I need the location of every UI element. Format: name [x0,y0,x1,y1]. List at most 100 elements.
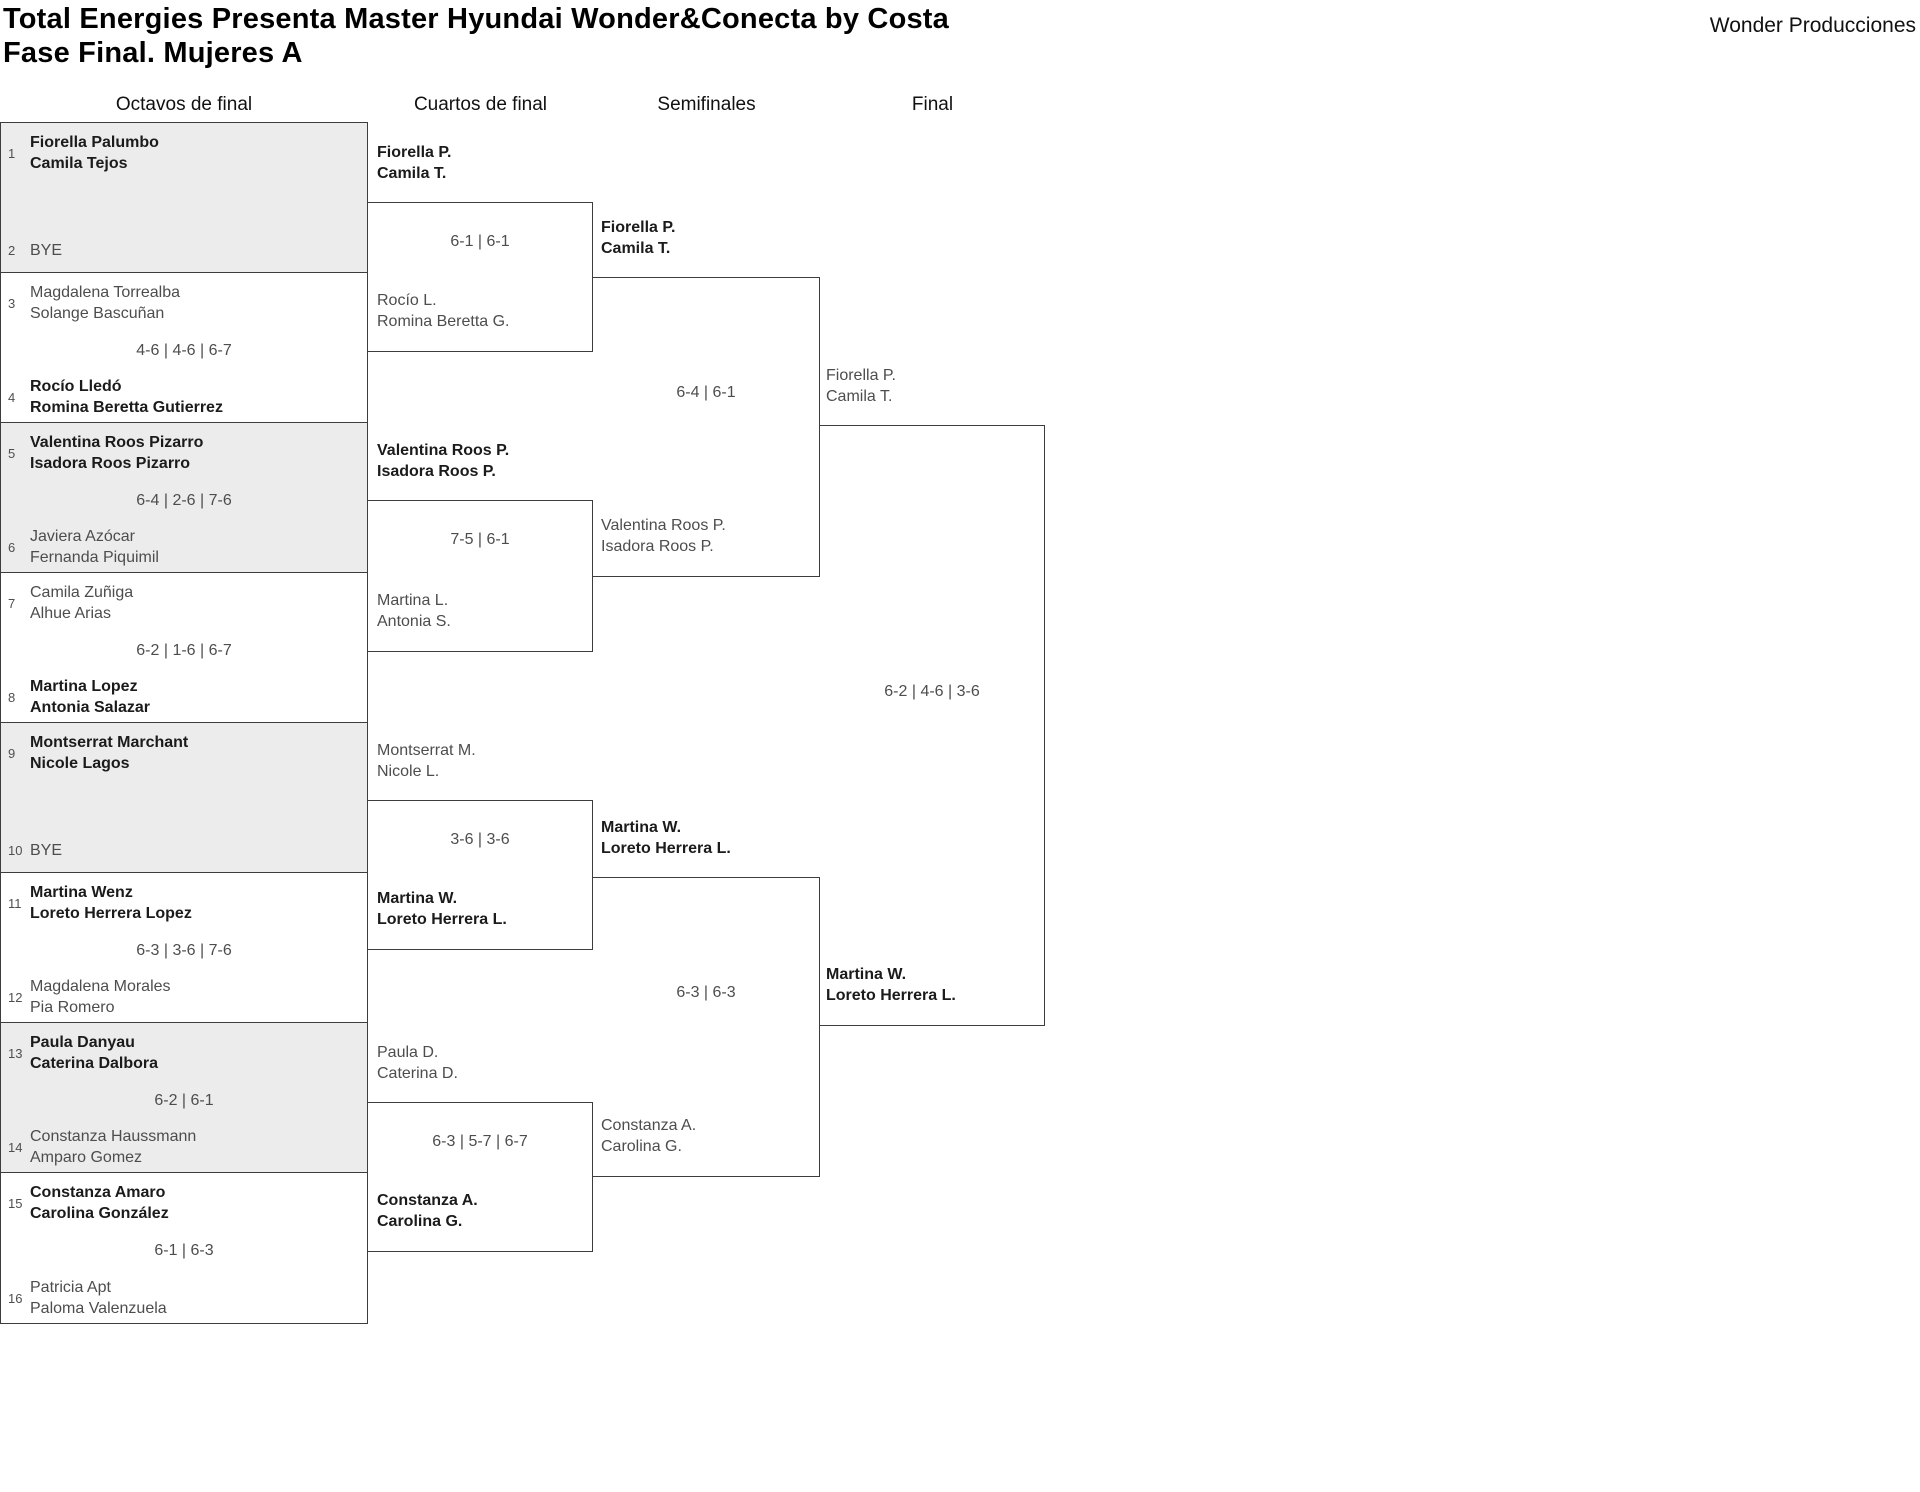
player-name: Caterina Dalbora [30,1055,159,1072]
player-name: Nicole Lagos [30,755,130,772]
seed-number: 7 [8,595,16,611]
player-name: Alhue Arias [30,605,111,622]
player-name: Isadora Roos P. [601,538,714,555]
player-name: Constanza A. [377,1192,478,1209]
player-name: Caterina D. [377,1065,458,1082]
team-entry: Montserrat M.Nicole L. [377,740,476,782]
team-entry: Constanza A. Carolina G. [601,1115,696,1157]
player-name: Constanza Amaro [30,1184,166,1201]
round-header-final: Final [911,94,954,115]
player-name: Valentina Roos P. [377,442,510,459]
player-name: Carolina G. [377,1213,463,1230]
player-name: Loreto Herrera L. [826,987,956,1004]
player-name: Fiorella P. [826,367,896,384]
player-name: Romina Beretta Gutierrez [30,399,223,416]
player-name: Pia Romero [30,999,115,1016]
seed-number: 10 [8,843,23,858]
player-name: Martina W. [826,966,907,983]
match-score: 7-5 | 6-1 [450,531,510,548]
player-name: Romina Beretta G. [377,313,510,330]
final-match: Fiorella P. Camila T. 6-2 | 4-6 | 3-6 Mar… [820,367,1045,1026]
match-score: 6-3 | 5-7 | 6-7 [432,1133,528,1150]
round-header-octavos: Octavos de final [115,94,253,115]
match-score: 6-3 | 6-3 [676,984,736,1001]
player-name: Constanza A. [601,1117,697,1134]
seed-number: 11 [8,895,22,911]
match-score: 6-3 | 3-6 | 7-6 [136,942,232,959]
player-name: Isadora Roos P. [377,463,496,480]
seed-number: 2 [8,243,16,258]
player-name: Camila T. [377,165,447,182]
player-name: Martina Wenz [30,884,133,901]
seed-number: 4 [8,389,16,405]
player-name: Carolina G. [601,1138,682,1155]
team-entry: Paula D.Caterina D. [377,1042,458,1084]
player-name: Isadora Roos Pizarro [30,455,191,472]
player-name: Camila T. [601,240,671,257]
player-name: BYE [30,842,63,859]
team-entry: Martina W. Loreto Herrera L. [826,964,956,1006]
player-name: Fiorella P. [377,144,452,161]
match-score: 6-1 | 6-1 [450,233,510,250]
seed-number: 12 [8,989,23,1005]
match-score: 6-4 | 6-1 [676,384,736,401]
player-name: Javiera Azócar [30,528,135,545]
team-entry: Fiorella P. Camila T. [826,365,896,407]
player-name: Montserrat M. [377,742,476,759]
player-name: Paloma Valenzuela [30,1300,167,1317]
team-entry: Constanza A. Carolina G. [377,1190,478,1232]
seed-number: 13 [8,1045,23,1061]
team-entry: 10 BYE [8,840,363,861]
seed-number: 14 [8,1139,23,1155]
player-name: BYE [30,242,63,259]
team-entry: Martina W.Loreto Herrera L. [601,817,731,859]
player-name: Constanza Haussmann [30,1128,197,1145]
organizer-brand: Wonder Producciones [1709,14,1916,37]
team-entry: Fiorella P. Camila T. [377,142,451,184]
seed-number: 1 [8,145,16,161]
player-name: Solange Bascuñan [30,305,165,322]
team-entry: Valentina Roos P. Isadora Roos P. [377,440,509,482]
qf-match-1: Fiorella P.Camila T. 6-1 | 6-1 Rocío L.R… [368,144,593,352]
match-score: 6-1 | 6-3 [154,1242,214,1259]
tournament-title-line2: Fase Final. Mujeres A [3,37,303,69]
player-name: Magdalena Torrealba [30,284,181,301]
qf-match-4: Paula D.Caterina D. 6-3 | 5-7 | 6-7 Cons… [368,1044,593,1252]
seed-number: 5 [8,445,16,461]
match-score: 3-6 | 3-6 [450,831,510,848]
match-score: 6-2 | 4-6 | 3-6 [884,683,980,700]
match-score: 6-2 | 6-1 [154,1092,214,1109]
player-name: Antonia Salazar [30,699,151,716]
seed-number: 3 [8,295,16,311]
player-name: Loreto Herrera Lopez [30,905,192,922]
match-score: 4-6 | 4-6 | 6-7 [136,342,232,359]
player-name: Magdalena Morales [30,978,171,995]
player-name: Rocío Lledó [30,378,122,395]
player-name: Loreto Herrera L. [377,911,507,928]
seed-number: 9 [8,745,16,761]
sf-match-2: Martina W.Loreto Herrera L. 6-3 | 6-3 Co… [593,819,820,1177]
player-name: Valentina Roos P. [601,517,726,534]
match-score: 6-2 | 1-6 | 6-7 [136,642,232,659]
player-name: Camila T. [826,388,893,405]
qf-match-3: Montserrat M.Nicole L. 3-6 | 3-6 Martina… [368,742,593,950]
player-name: Martina L. [377,592,449,609]
player-name: Martina W. [601,819,682,836]
